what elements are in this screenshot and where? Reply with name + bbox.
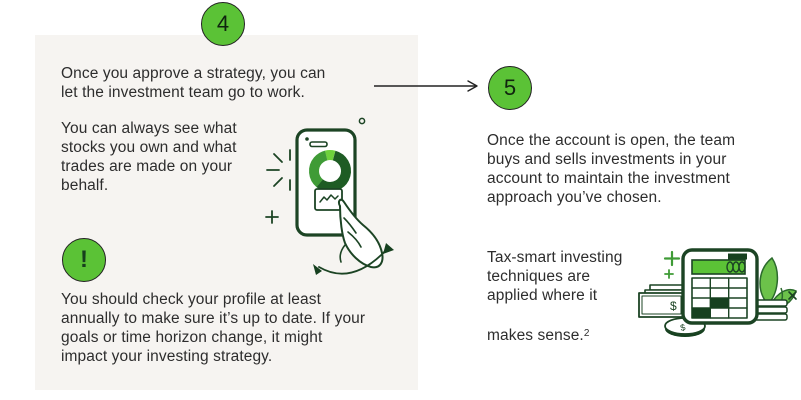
svg-text:$: $ xyxy=(679,322,686,333)
step5-paragraph-1: Once the account is open, the team buys … xyxy=(487,132,736,206)
step5-tax-note: Tax-smart investing techniques are appli… xyxy=(487,229,697,345)
step-5-badge: 5 xyxy=(488,66,532,110)
step-5-number: 5 xyxy=(503,75,517,100)
step4-paragraph-2: You can always see what stocks you own a… xyxy=(61,120,237,194)
plus-icon xyxy=(265,210,279,224)
exclamation-symbol: ! xyxy=(80,246,88,273)
footnote-marker: 2 xyxy=(583,328,590,339)
step4-paragraph-1: Once you approve a strategy, you can let… xyxy=(61,65,326,101)
svg-text:$: $ xyxy=(670,299,677,313)
line-chart-card-icon xyxy=(314,188,343,211)
plus-icons xyxy=(663,250,681,279)
phone-camera-dot xyxy=(305,137,309,141)
step-4-badge: 4 xyxy=(201,2,245,46)
sparkle-rays-icon xyxy=(266,149,291,191)
arrow-right-icon xyxy=(374,80,478,92)
tax-note-last-line: makes sense. xyxy=(487,327,584,344)
donut-chart-icon xyxy=(309,150,351,192)
plant-icon xyxy=(759,256,797,311)
multiply-icon xyxy=(788,291,797,300)
phone-portfolio-illustration xyxy=(265,117,394,275)
hand-icon xyxy=(313,198,394,275)
money-bills-icon: $ xyxy=(638,284,685,318)
step-4-number: 4 xyxy=(216,11,230,36)
phone-speaker-bar xyxy=(309,141,328,148)
small-circle-accent xyxy=(358,117,366,125)
calculator-icon xyxy=(681,248,759,325)
step4-note: You should check your profile at least a… xyxy=(61,291,366,365)
exclamation-circle-icon: ! xyxy=(62,238,106,282)
tax-note-lines: Tax-smart investing techniques are appli… xyxy=(487,249,623,304)
tax-calculator-illustration: $ $ xyxy=(638,248,797,337)
